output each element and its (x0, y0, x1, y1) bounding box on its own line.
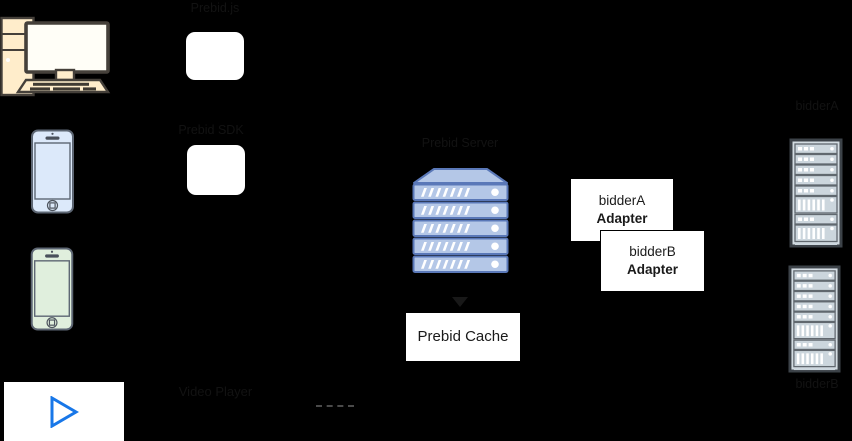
iphone-icon (31, 129, 74, 214)
bidder-b-name: bidderB (629, 244, 676, 260)
bidder-b-adapter-box: bidderB Adapter (600, 230, 705, 292)
video-player-label: Video Player (178, 384, 253, 399)
bidder-a-type: Adapter (596, 211, 648, 226)
bidder-a-name: bidderA (598, 193, 646, 209)
arrowhead-down-icon (452, 297, 468, 307)
server-rack-b-icon (787, 265, 842, 373)
bidder-b-type: Adapter (626, 262, 678, 277)
server-rack-a-icon (789, 138, 843, 248)
prebid-js-label: Prebid.js (190, 1, 240, 15)
prebid-js-logo-box (186, 32, 244, 80)
prebid-cache-label: Prebid Cache (417, 328, 509, 346)
prebid-cache-box: Prebid Cache (405, 312, 521, 362)
prebid-server-label: Prebid Server (421, 136, 499, 150)
smartphone-icon (30, 247, 74, 331)
rack-a-label: bidderA (795, 99, 839, 113)
rack-b-label: bidderB (795, 377, 839, 391)
video-player (2, 380, 126, 441)
play-button-icon (50, 395, 79, 428)
server-stack-icon (412, 168, 509, 273)
desktop-computer-icon (0, 16, 111, 97)
dashed-connector-segment (316, 405, 354, 407)
prebid-sdk-label: Prebid SDK (178, 123, 244, 137)
prebid-sdk-logo-box (187, 145, 245, 195)
